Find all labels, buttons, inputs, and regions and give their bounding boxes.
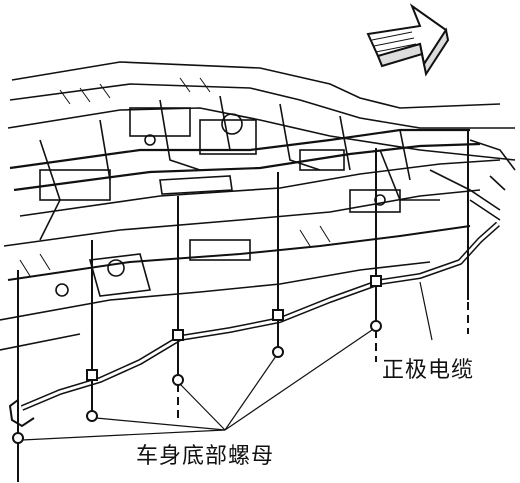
body-nut (370, 320, 382, 332)
mounting-studs (12, 130, 469, 482)
vehicle-underbody (0, 61, 516, 351)
body-nuts-label: 车身底部螺母 (136, 444, 275, 469)
body-nut (172, 374, 184, 386)
direction-arrow-icon (366, 3, 450, 77)
positive-cable-label: 正极电缆 (382, 358, 475, 383)
cable-leader-line (419, 281, 433, 341)
nut-leader-lines (21, 329, 373, 441)
body-nut (86, 410, 98, 422)
body-nut (12, 432, 24, 444)
positive-cable (8, 221, 500, 428)
body-nut (272, 346, 284, 358)
